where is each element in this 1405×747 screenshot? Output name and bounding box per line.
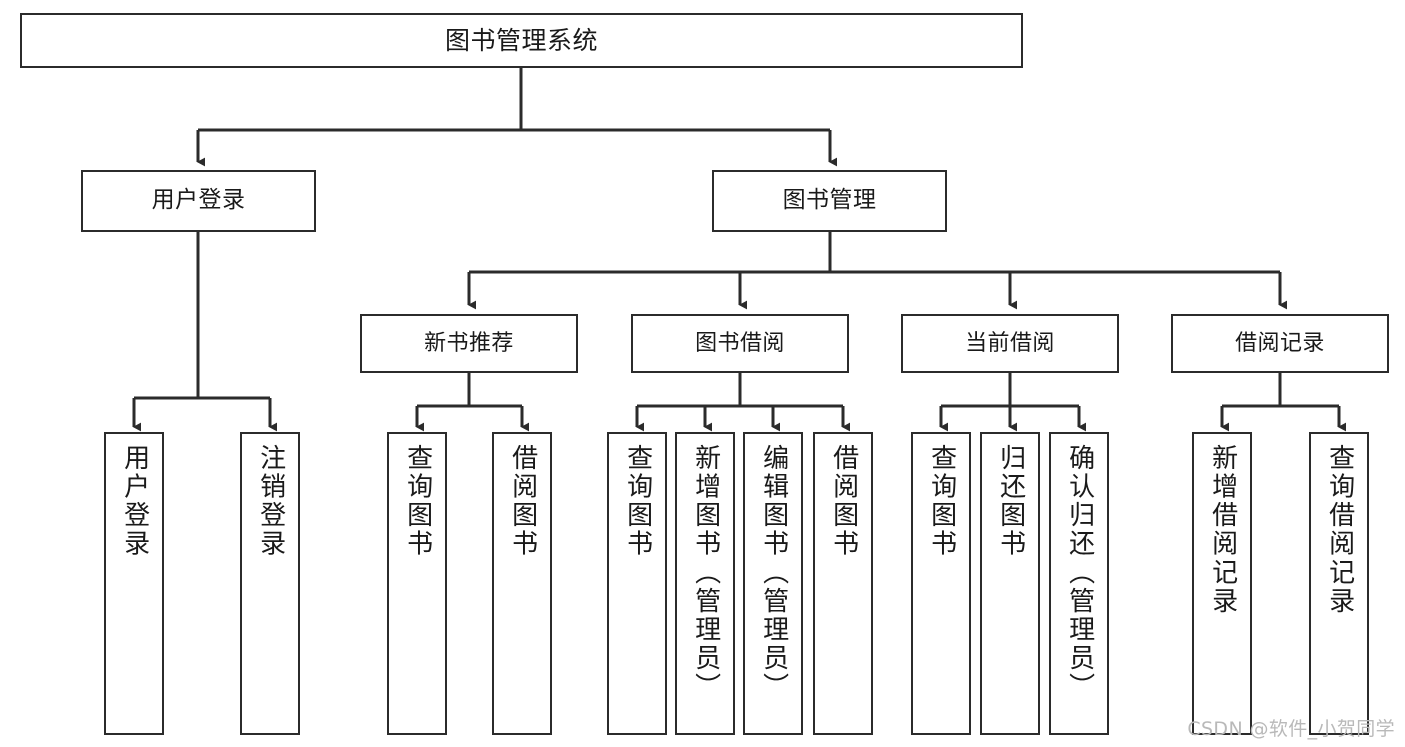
leaf-confirm-return-admin[interactable]: 确认归还（管理员） (1049, 432, 1109, 735)
leaf-label: 查询图书 (622, 444, 653, 559)
leaf-label: 新增借阅记录 (1207, 444, 1238, 616)
node-current-borrow[interactable]: 当前借阅 (901, 314, 1119, 373)
leaf-edit-book-admin[interactable]: 编辑图书（管理员） (743, 432, 803, 735)
node-label: 新书推荐 (424, 330, 514, 356)
leaf-label: 借阅图书 (507, 444, 538, 559)
leaf-borrow-book[interactable]: 借阅图书 (813, 432, 873, 735)
leaf-label: 借阅图书 (828, 444, 859, 559)
watermark-text: CSDN @软件_小贺同学 (1187, 718, 1395, 740)
node-book-management[interactable]: 图书管理 (712, 170, 947, 232)
leaf-add-book-admin[interactable]: 新增图书（管理员） (675, 432, 735, 735)
leaf-borrow-book-new[interactable]: 借阅图书 (492, 432, 552, 735)
node-book-borrow[interactable]: 图书借阅 (631, 314, 849, 373)
node-label: 当前借阅 (965, 330, 1055, 356)
leaf-logout-login[interactable]: 注销登录 (240, 432, 300, 735)
leaf-label: 归还图书 (995, 444, 1026, 559)
leaf-label: 注销登录 (255, 444, 286, 559)
leaf-query-borrow-record[interactable]: 查询借阅记录 (1309, 432, 1369, 735)
leaf-query-book-current[interactable]: 查询图书 (911, 432, 971, 735)
leaf-label: 确认归还（管理员） (1064, 444, 1095, 702)
leaf-user-login[interactable]: 用户登录 (104, 432, 164, 735)
node-label: 图书管理 (782, 187, 877, 214)
leaf-add-borrow-record[interactable]: 新增借阅记录 (1192, 432, 1252, 735)
leaf-query-book-new[interactable]: 查询图书 (387, 432, 447, 735)
node-root-system[interactable]: 图书管理系统 (20, 13, 1023, 68)
leaf-query-book-borrow[interactable]: 查询图书 (607, 432, 667, 735)
node-label: 图书借阅 (695, 330, 785, 356)
leaf-label: 新增图书（管理员） (690, 444, 721, 702)
node-label: 用户登录 (151, 187, 246, 214)
leaf-return-book[interactable]: 归还图书 (980, 432, 1040, 735)
leaf-label: 编辑图书（管理员） (758, 444, 789, 702)
node-new-book-recommend[interactable]: 新书推荐 (360, 314, 578, 373)
node-borrow-record[interactable]: 借阅记录 (1171, 314, 1389, 373)
node-label: 借阅记录 (1235, 330, 1325, 356)
leaf-label: 查询图书 (402, 444, 433, 559)
leaf-label: 用户登录 (119, 444, 150, 559)
leaf-label: 查询借阅记录 (1324, 444, 1355, 616)
node-label: 图书管理系统 (444, 25, 598, 55)
node-user-login[interactable]: 用户登录 (81, 170, 316, 232)
leaf-label: 查询图书 (926, 444, 957, 559)
